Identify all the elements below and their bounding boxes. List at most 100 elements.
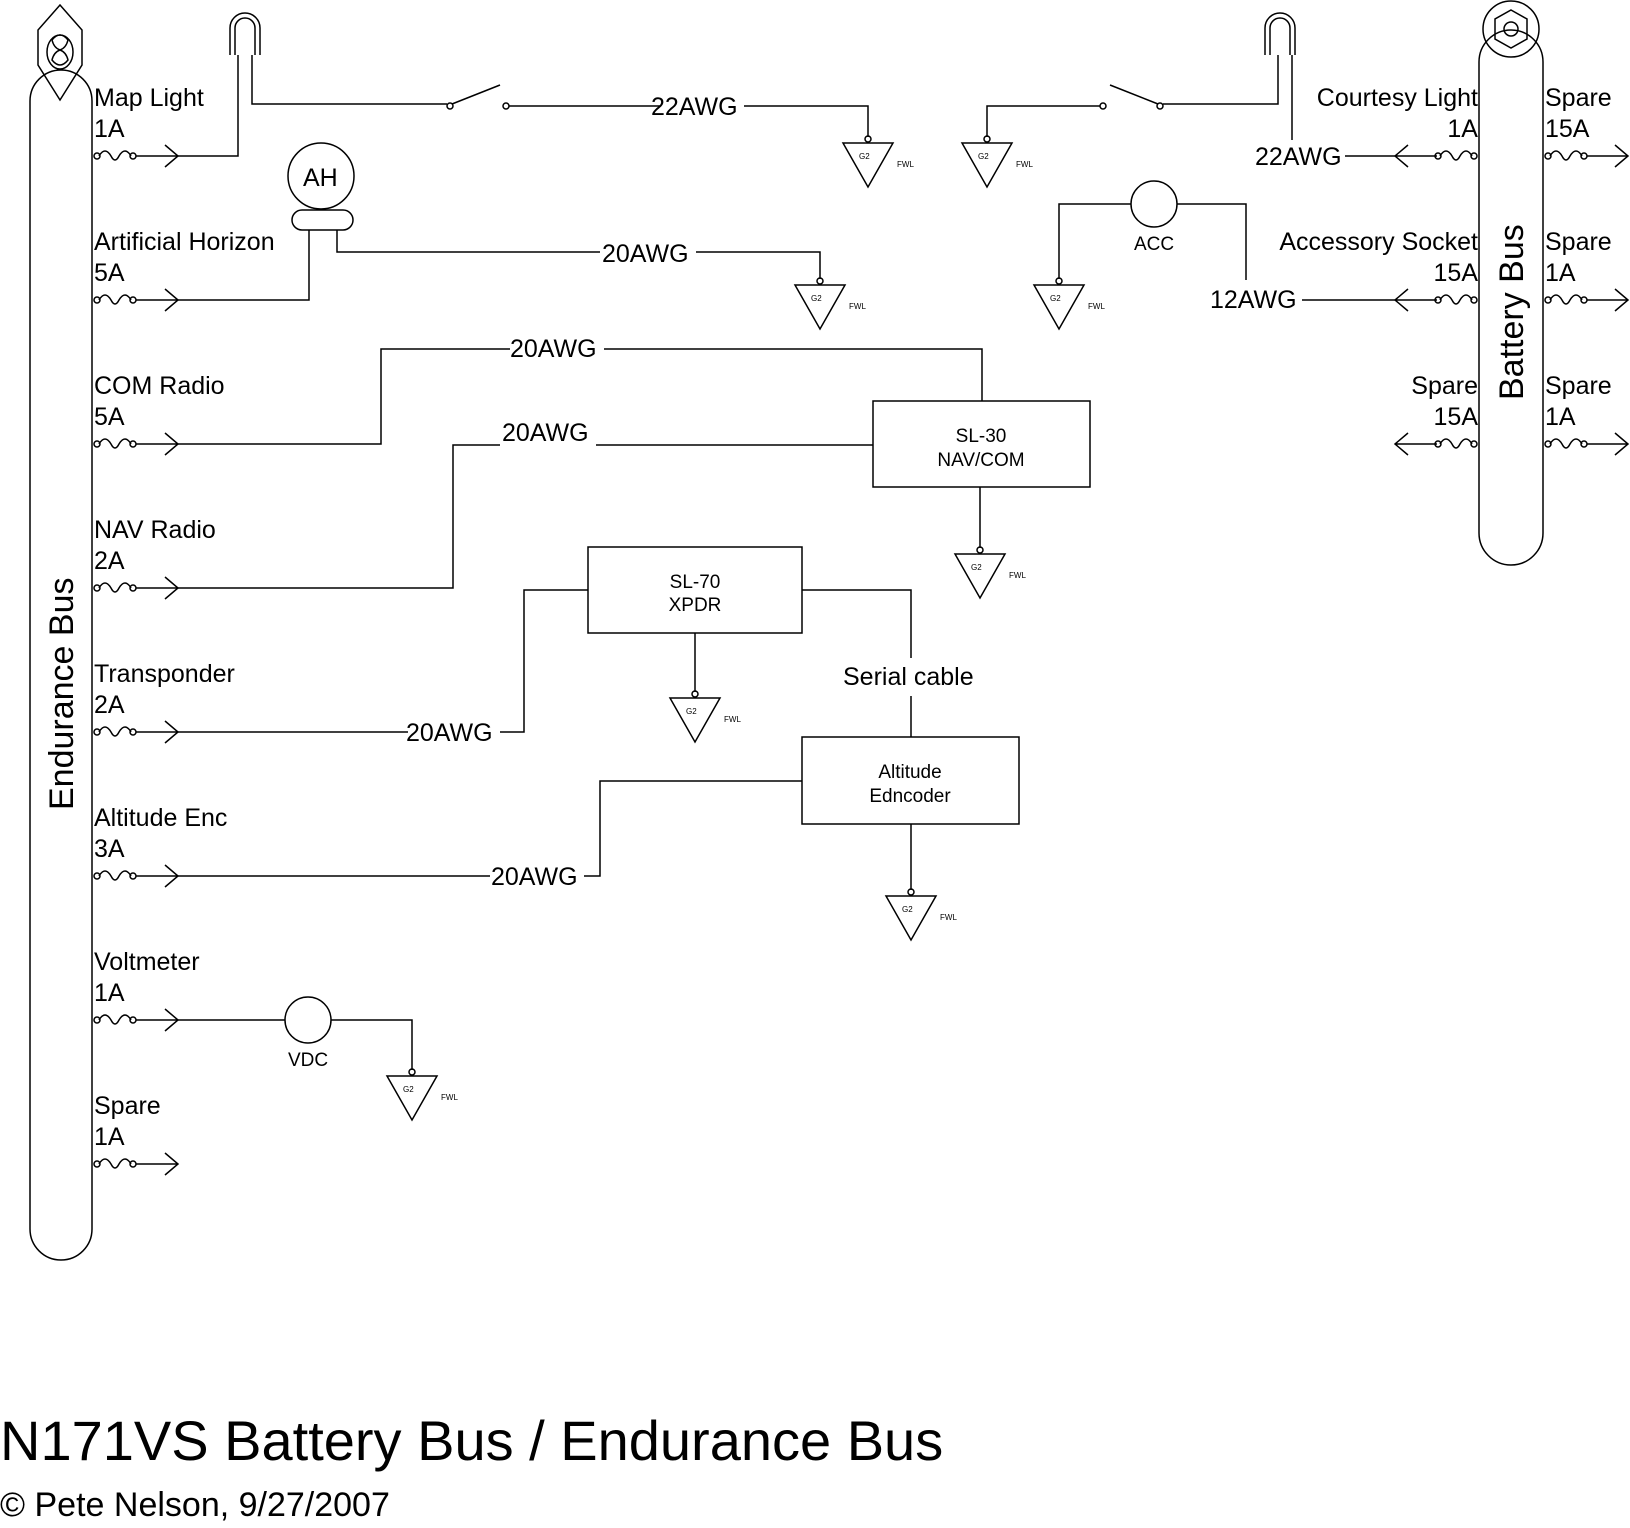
arrow-icon bbox=[136, 288, 180, 312]
com-wire-label: 20AWG bbox=[510, 335, 597, 363]
nav-wire-label: 20AWG bbox=[502, 419, 589, 447]
fuse-icon bbox=[93, 438, 137, 449]
ground-icon bbox=[842, 135, 916, 188]
altitude-enc-label: Altitude Enc bbox=[94, 804, 227, 832]
arrow-icon bbox=[136, 1152, 180, 1176]
accessory-socket-rating: 15A bbox=[1434, 259, 1479, 287]
ah-wire-label: 20AWG bbox=[602, 240, 689, 268]
courtesy-light-icon bbox=[1264, 12, 1296, 55]
ground-icon bbox=[386, 1068, 460, 1121]
arrow-icon bbox=[136, 1008, 180, 1032]
voltmeter-circuit: VDC bbox=[178, 996, 460, 1121]
fuse-icon bbox=[93, 726, 137, 737]
copyright-line: © Pete Nelson, 9/27/2007 bbox=[0, 1486, 390, 1524]
transponder-label: Transponder bbox=[94, 660, 235, 688]
spare-rating: 1A bbox=[94, 1123, 125, 1151]
endurance-bus: Endurance Bus bbox=[29, 3, 93, 1261]
arrow-icon bbox=[136, 432, 180, 456]
ground-icon bbox=[669, 690, 743, 743]
battery-bus-label: Battery Bus bbox=[1493, 224, 1531, 400]
com-radio-rating: 5A bbox=[94, 403, 125, 431]
encoder-line1: Altitude bbox=[878, 762, 941, 783]
transponder-rating: 2A bbox=[94, 691, 125, 719]
vdc-label: VDC bbox=[288, 1050, 328, 1071]
ah-label: AH bbox=[303, 164, 338, 192]
fuse-icon bbox=[1434, 294, 1478, 305]
switch-icon bbox=[1099, 102, 1107, 110]
fuse-icon bbox=[93, 1158, 137, 1169]
enc-wire-label: 20AWG bbox=[491, 863, 578, 891]
map-light-label: Map Light bbox=[94, 84, 204, 112]
map-light-icon bbox=[229, 12, 261, 55]
altitude-enc-rating: 3A bbox=[94, 835, 125, 863]
courtesy-light-rating: 1A bbox=[1447, 115, 1478, 143]
switch-icon bbox=[446, 102, 454, 110]
altitude-encoder-circuit: 20AWG Altitude Edncoder bbox=[178, 736, 1020, 941]
arrow-icon bbox=[136, 720, 180, 744]
accessory-socket-circuit: ACC 12AWG bbox=[1033, 180, 1395, 330]
voltmeter-gauge bbox=[284, 996, 332, 1044]
arrow-icon bbox=[1587, 432, 1630, 456]
fuse-icon bbox=[1434, 438, 1478, 449]
arrow-icon bbox=[1587, 144, 1630, 168]
fuse-icon bbox=[1544, 150, 1588, 161]
ah-gauge bbox=[287, 142, 355, 210]
map-light-circuit: 22AWG bbox=[178, 12, 916, 188]
arrow-icon bbox=[1393, 144, 1437, 168]
map-light-wire-label: 22AWG bbox=[651, 93, 738, 121]
sl70-type: XPDR bbox=[669, 595, 722, 616]
com-radio-label: COM Radio bbox=[94, 372, 225, 400]
accessory-socket-label: Accessory Socket bbox=[1279, 228, 1478, 256]
sl30-type: NAV/COM bbox=[937, 450, 1024, 471]
courtesy-light-circuit: 22AWG bbox=[961, 12, 1395, 188]
com-radio-circuit: 20AWG bbox=[178, 335, 983, 445]
arrow-icon bbox=[136, 144, 180, 168]
spare-right-1-label: Spare bbox=[1545, 84, 1612, 112]
spare-right-3-rating: 1A bbox=[1545, 403, 1576, 431]
serial-cable-label: Serial cable bbox=[843, 663, 974, 691]
arrow-icon bbox=[136, 576, 180, 600]
ground-icon bbox=[1033, 277, 1107, 330]
fuse-icon bbox=[93, 870, 137, 881]
endurance-circuit-labels: Map Light 1A Artificial Horizon 5A COM R… bbox=[94, 84, 275, 1151]
arrow-icon bbox=[1393, 432, 1437, 456]
nav-radio-circuit: 20AWG bbox=[178, 419, 873, 589]
transponder-circuit: 20AWG SL-70 XPDR Serial cable bbox=[178, 546, 974, 747]
fuse-icon bbox=[1434, 150, 1478, 161]
spare-label: Spare bbox=[94, 1092, 161, 1120]
ground-icon bbox=[961, 135, 1035, 188]
battery-left-labels: Courtesy Light 1A Accessory Socket 15A S… bbox=[1279, 84, 1478, 431]
page-title: N171VS Battery Bus / Endurance Bus bbox=[0, 1409, 943, 1472]
spare-right-1-rating: 15A bbox=[1545, 115, 1590, 143]
arrow-icon bbox=[1587, 288, 1630, 312]
courtesy-light-label: Courtesy Light bbox=[1317, 84, 1478, 112]
bus-terminal-icon bbox=[1494, 9, 1528, 49]
xpdr-wire-label: 20AWG bbox=[406, 719, 493, 747]
acc-socket bbox=[1130, 180, 1178, 228]
endurance-bus-label: Endurance Bus bbox=[43, 578, 81, 811]
arrow-icon bbox=[136, 864, 180, 888]
encoder-line2: Edncoder bbox=[869, 786, 951, 807]
battery-fuses bbox=[1393, 144, 1630, 456]
voltmeter-rating: 1A bbox=[94, 979, 125, 1007]
spare-right-2-rating: 1A bbox=[1545, 259, 1576, 287]
ground-icon bbox=[794, 277, 868, 330]
ground-icon bbox=[954, 546, 1028, 599]
arrow-icon bbox=[1393, 288, 1437, 312]
voltmeter-label: Voltmeter bbox=[94, 948, 200, 976]
fuse-icon bbox=[93, 582, 137, 593]
artificial-horizon-circuit: AH 20AWG bbox=[178, 142, 868, 330]
artificial-horizon-label: Artificial Horizon bbox=[94, 228, 275, 256]
sl70-model: SL-70 bbox=[670, 572, 721, 593]
acc-wire-label: 12AWG bbox=[1210, 286, 1297, 314]
sl30-model: SL-30 bbox=[956, 426, 1007, 447]
spare-right-2-label: Spare bbox=[1545, 228, 1612, 256]
fuse-icon bbox=[93, 150, 137, 161]
spare-right-3-label: Spare bbox=[1545, 372, 1612, 400]
fuse-icon bbox=[1544, 438, 1588, 449]
spare-left-label: Spare bbox=[1411, 372, 1478, 400]
fuse-icon bbox=[93, 1014, 137, 1025]
fuse-icon bbox=[1544, 294, 1588, 305]
battery-bus: Battery Bus bbox=[1478, 0, 1544, 566]
